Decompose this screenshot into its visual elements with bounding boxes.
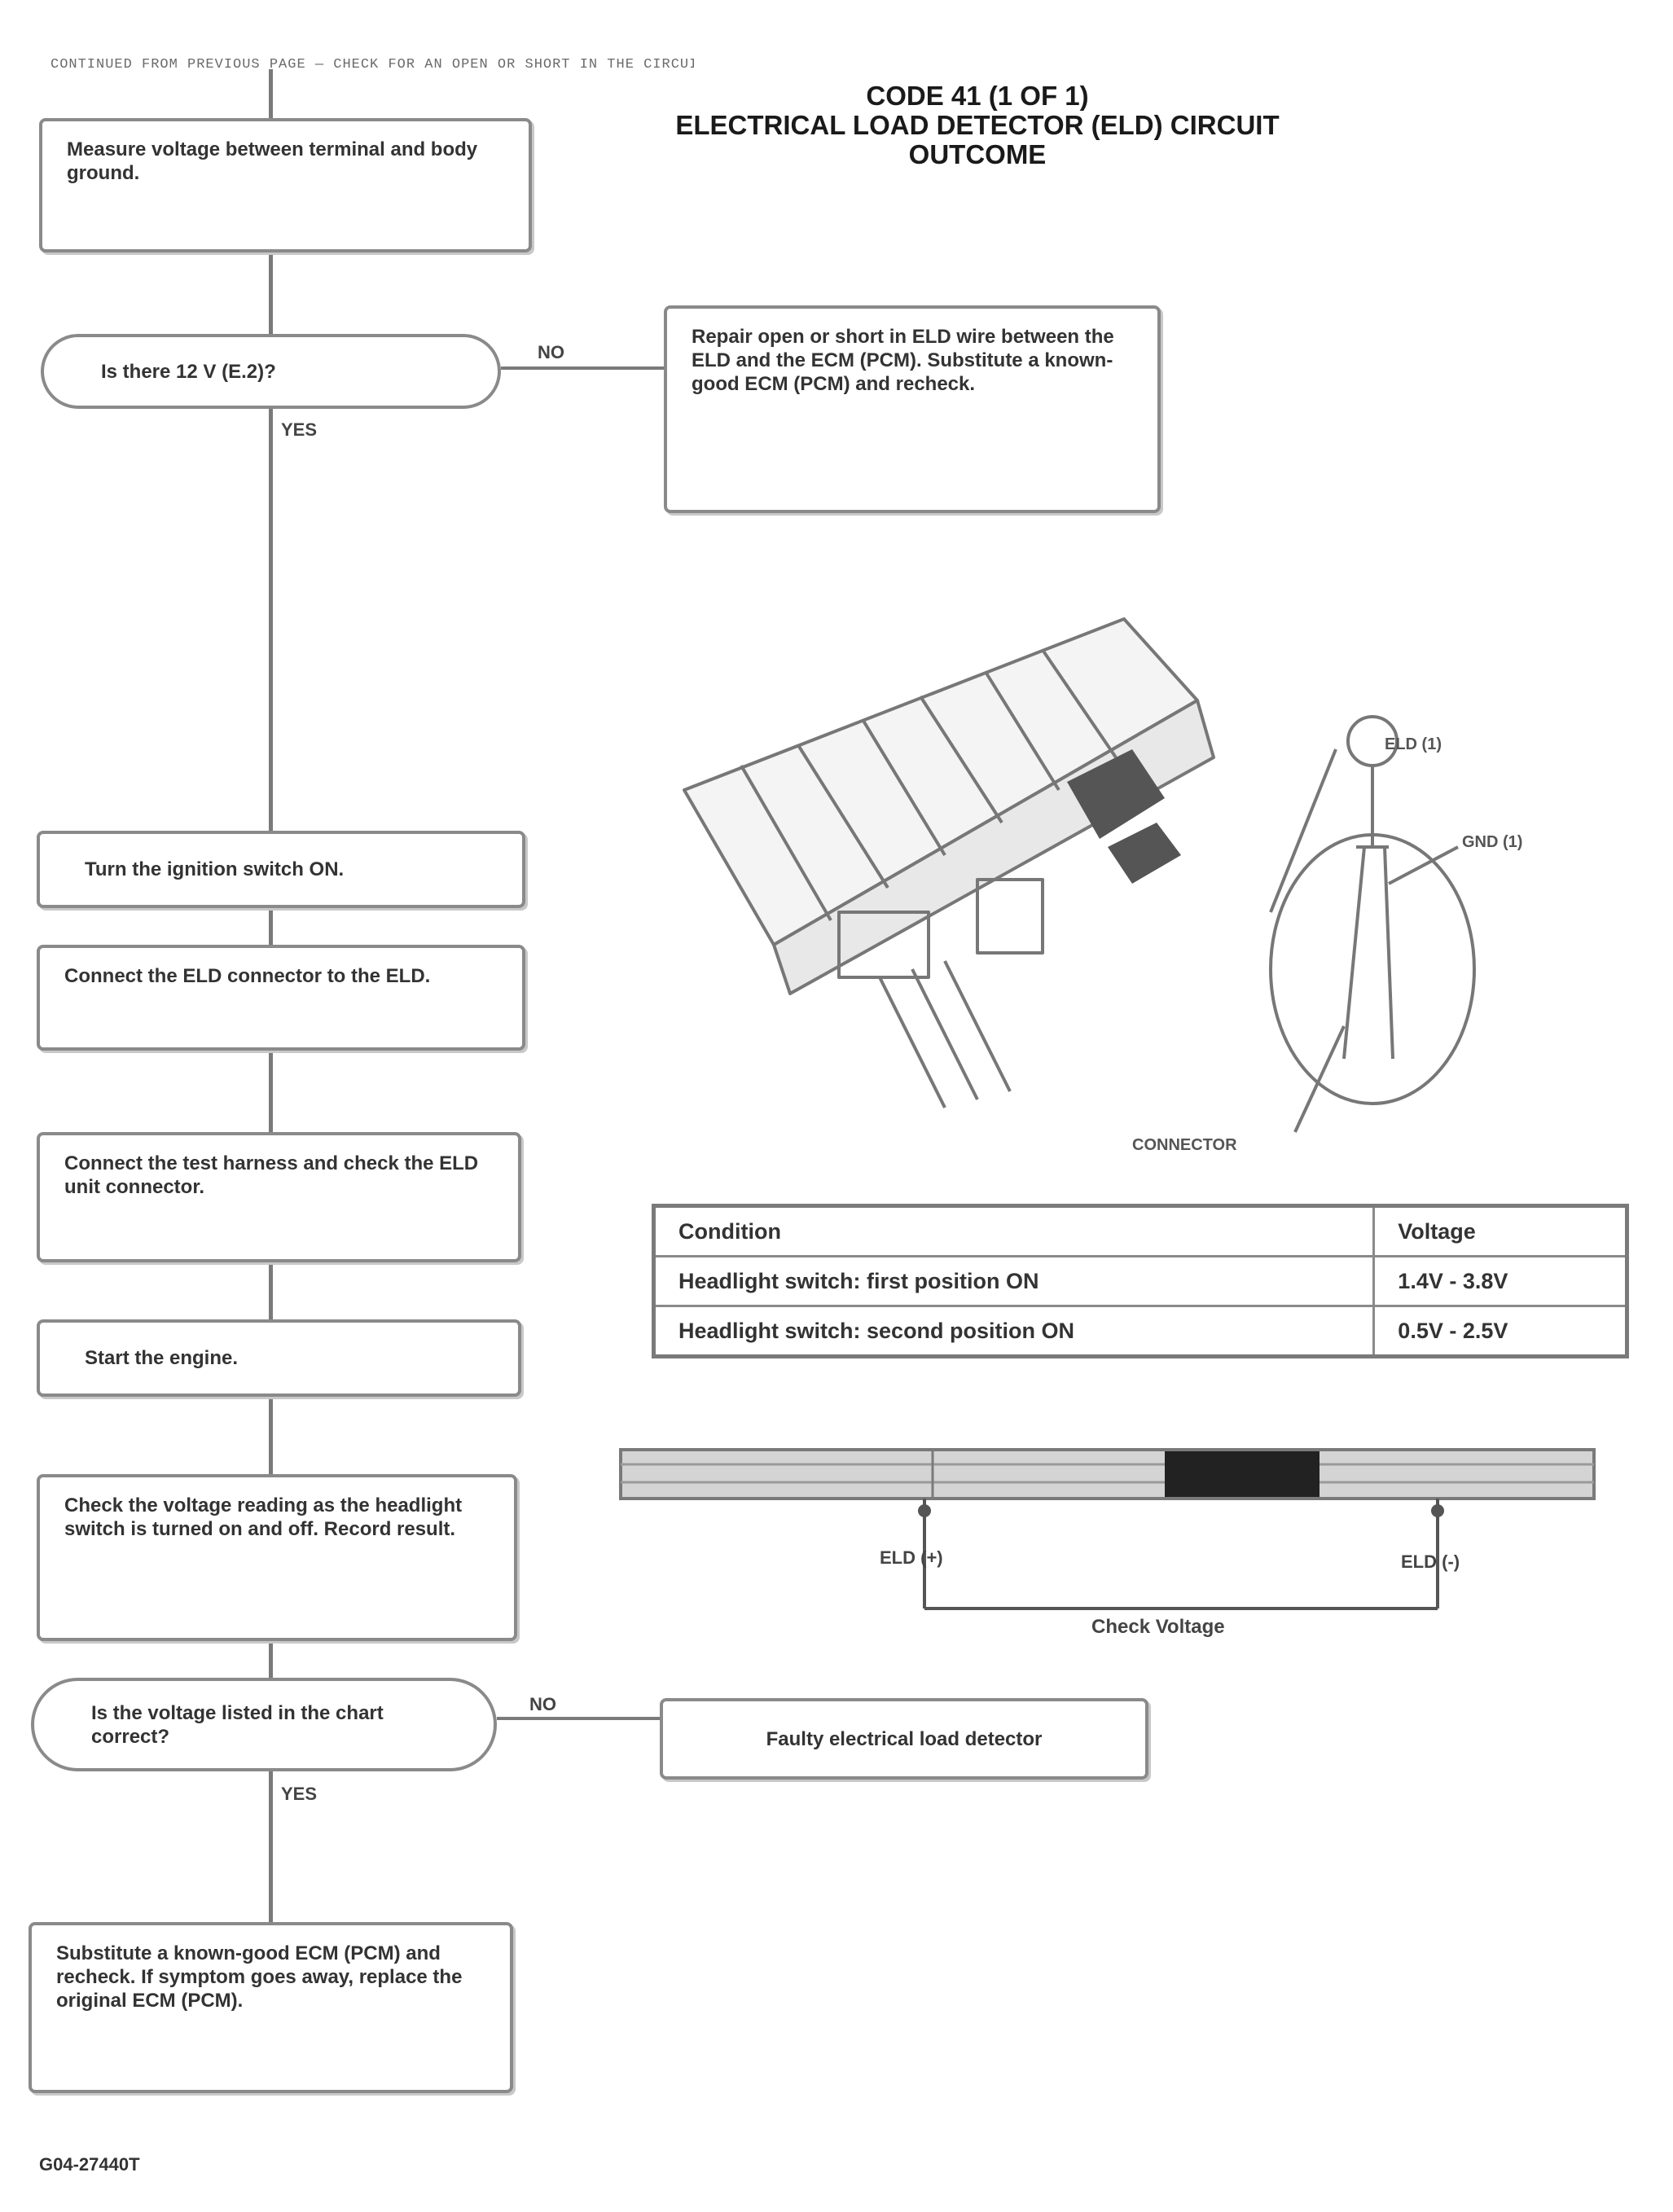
flow-branch-line-1: [501, 366, 664, 370]
illus-label-gnd: GND (1): [1462, 833, 1522, 851]
action-1-text: Repair open or short in ELD wire between…: [692, 326, 1114, 395]
flow-step-1: Turn the ignition switch ON.: [37, 831, 525, 908]
voltage-table-header-row: Condition Voltage: [652, 1205, 1628, 1257]
connector-label-right: ELD (-): [1401, 1551, 1460, 1572]
connector-body: [619, 1448, 1596, 1500]
flow-decision-1: Is there 12 V (E.2)?: [41, 334, 501, 409]
title-line-1: CODE 41 (1 OF 1): [866, 81, 1089, 111]
table-row: Headlight switch: second position ON 0.5…: [652, 1305, 1628, 1358]
step-5-text: Check the voltage reading as the headlig…: [64, 1494, 463, 1540]
table-row: Headlight switch: first position ON 1.4V…: [652, 1255, 1628, 1307]
step-4-text: Start the engine.: [85, 1347, 239, 1369]
title-line-2: ELECTRICAL LOAD DETECTOR (ELD) CIRCUIT: [675, 110, 1280, 140]
voltage-table-cell: 1.4V - 3.8V: [1372, 1255, 1628, 1307]
flow-action-box-2: Faulty electrical load detector: [660, 1698, 1148, 1780]
decision-2-no-label: NO: [529, 1694, 556, 1714]
final-text: Substitute a known-good ECM (PCM) and re…: [56, 1942, 463, 2012]
step-3-text: Connect the test harness and check the E…: [64, 1152, 479, 1198]
step-2-text: Connect the ELD connector to the ELD.: [64, 965, 431, 987]
connector-label-bottom: Check Voltage: [1091, 1616, 1225, 1638]
flow-decision-2: Is the voltage listed in the chart corre…: [31, 1678, 497, 1771]
flow-final-box: Substitute a known-good ECM (PCM) and re…: [29, 1922, 513, 2093]
decision-2-yes-label: YES: [281, 1784, 318, 1804]
voltage-table: Condition Voltage Headlight switch: firs…: [652, 1204, 1629, 1358]
flow-start-text: Measure voltage between terminal and bod…: [67, 138, 478, 184]
decision-1-yes-label: YES: [281, 419, 318, 440]
flow-branch-line-2: [497, 1717, 660, 1720]
flow-step-3: Connect the test harness and check the E…: [37, 1132, 521, 1262]
flow-start-box: Measure voltage between terminal and bod…: [39, 118, 532, 252]
voltage-table-cell: 0.5V - 2.5V: [1372, 1305, 1628, 1358]
flow-action-box-1: Repair open or short in ELD wire between…: [664, 305, 1161, 513]
action-2-text: Faulty electrical load detector: [766, 1727, 1043, 1750]
flow-step-4: Start the engine.: [37, 1319, 521, 1397]
fuse-box-illustration: GND (1) CONNECTOR ELD (1): [683, 617, 1522, 1154]
connector-block: [1165, 1451, 1320, 1497]
illus-label-eld: ELD (1): [1385, 735, 1442, 753]
header-note: CONTINUED FROM PREVIOUS PAGE — CHECK FOR…: [50, 57, 694, 72]
voltage-table-header-condition: Condition: [652, 1205, 1376, 1257]
illus-label-connector: CONNECTOR: [1132, 1136, 1237, 1154]
step-1-text: Turn the ignition switch ON.: [85, 858, 345, 880]
decision-2-text: Is the voltage listed in the chart corre…: [91, 1701, 384, 1748]
title-line-3: OUTCOME: [908, 139, 1047, 169]
connector-label-left: ELD (+): [880, 1547, 943, 1568]
page-title: CODE 41 (1 OF 1) ELECTRICAL LOAD DETECTO…: [586, 81, 1368, 169]
voltage-table-cell: Headlight switch: second position ON: [652, 1305, 1376, 1358]
voltage-table-cell: Headlight switch: first position ON: [652, 1255, 1376, 1307]
connector-diagram: ELD (+) ELD (-) Check Voltage: [619, 1448, 1596, 1638]
voltage-table-header-voltage: Voltage: [1372, 1205, 1628, 1257]
decision-1-no-label: NO: [538, 342, 564, 362]
flow-step-5: Check the voltage reading as the headlig…: [37, 1474, 517, 1641]
flow-main-line: [269, 69, 273, 2073]
flow-step-2: Connect the ELD connector to the ELD.: [37, 945, 525, 1051]
decision-1-text: Is there 12 V (E.2)?: [101, 360, 276, 383]
figure-code: G04-27440T: [39, 2154, 140, 2175]
